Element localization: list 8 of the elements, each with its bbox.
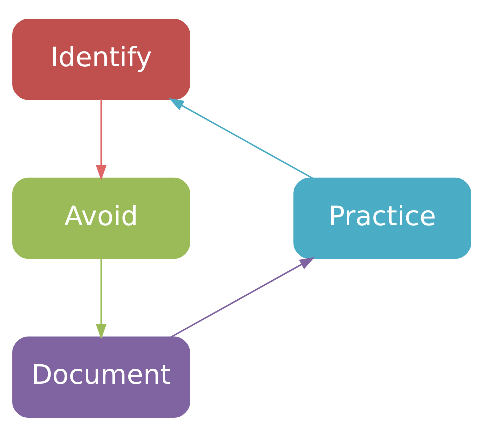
arrow bbox=[170, 256, 315, 338]
arrow bbox=[96, 99, 107, 180]
arrow bbox=[96, 258, 107, 340]
arrow bbox=[169, 98, 314, 179]
node-box: Identify bbox=[12, 18, 190, 100]
node-box: Document bbox=[12, 336, 190, 418]
node-box: Avoid bbox=[12, 177, 190, 259]
node-box: Practice bbox=[294, 177, 472, 259]
